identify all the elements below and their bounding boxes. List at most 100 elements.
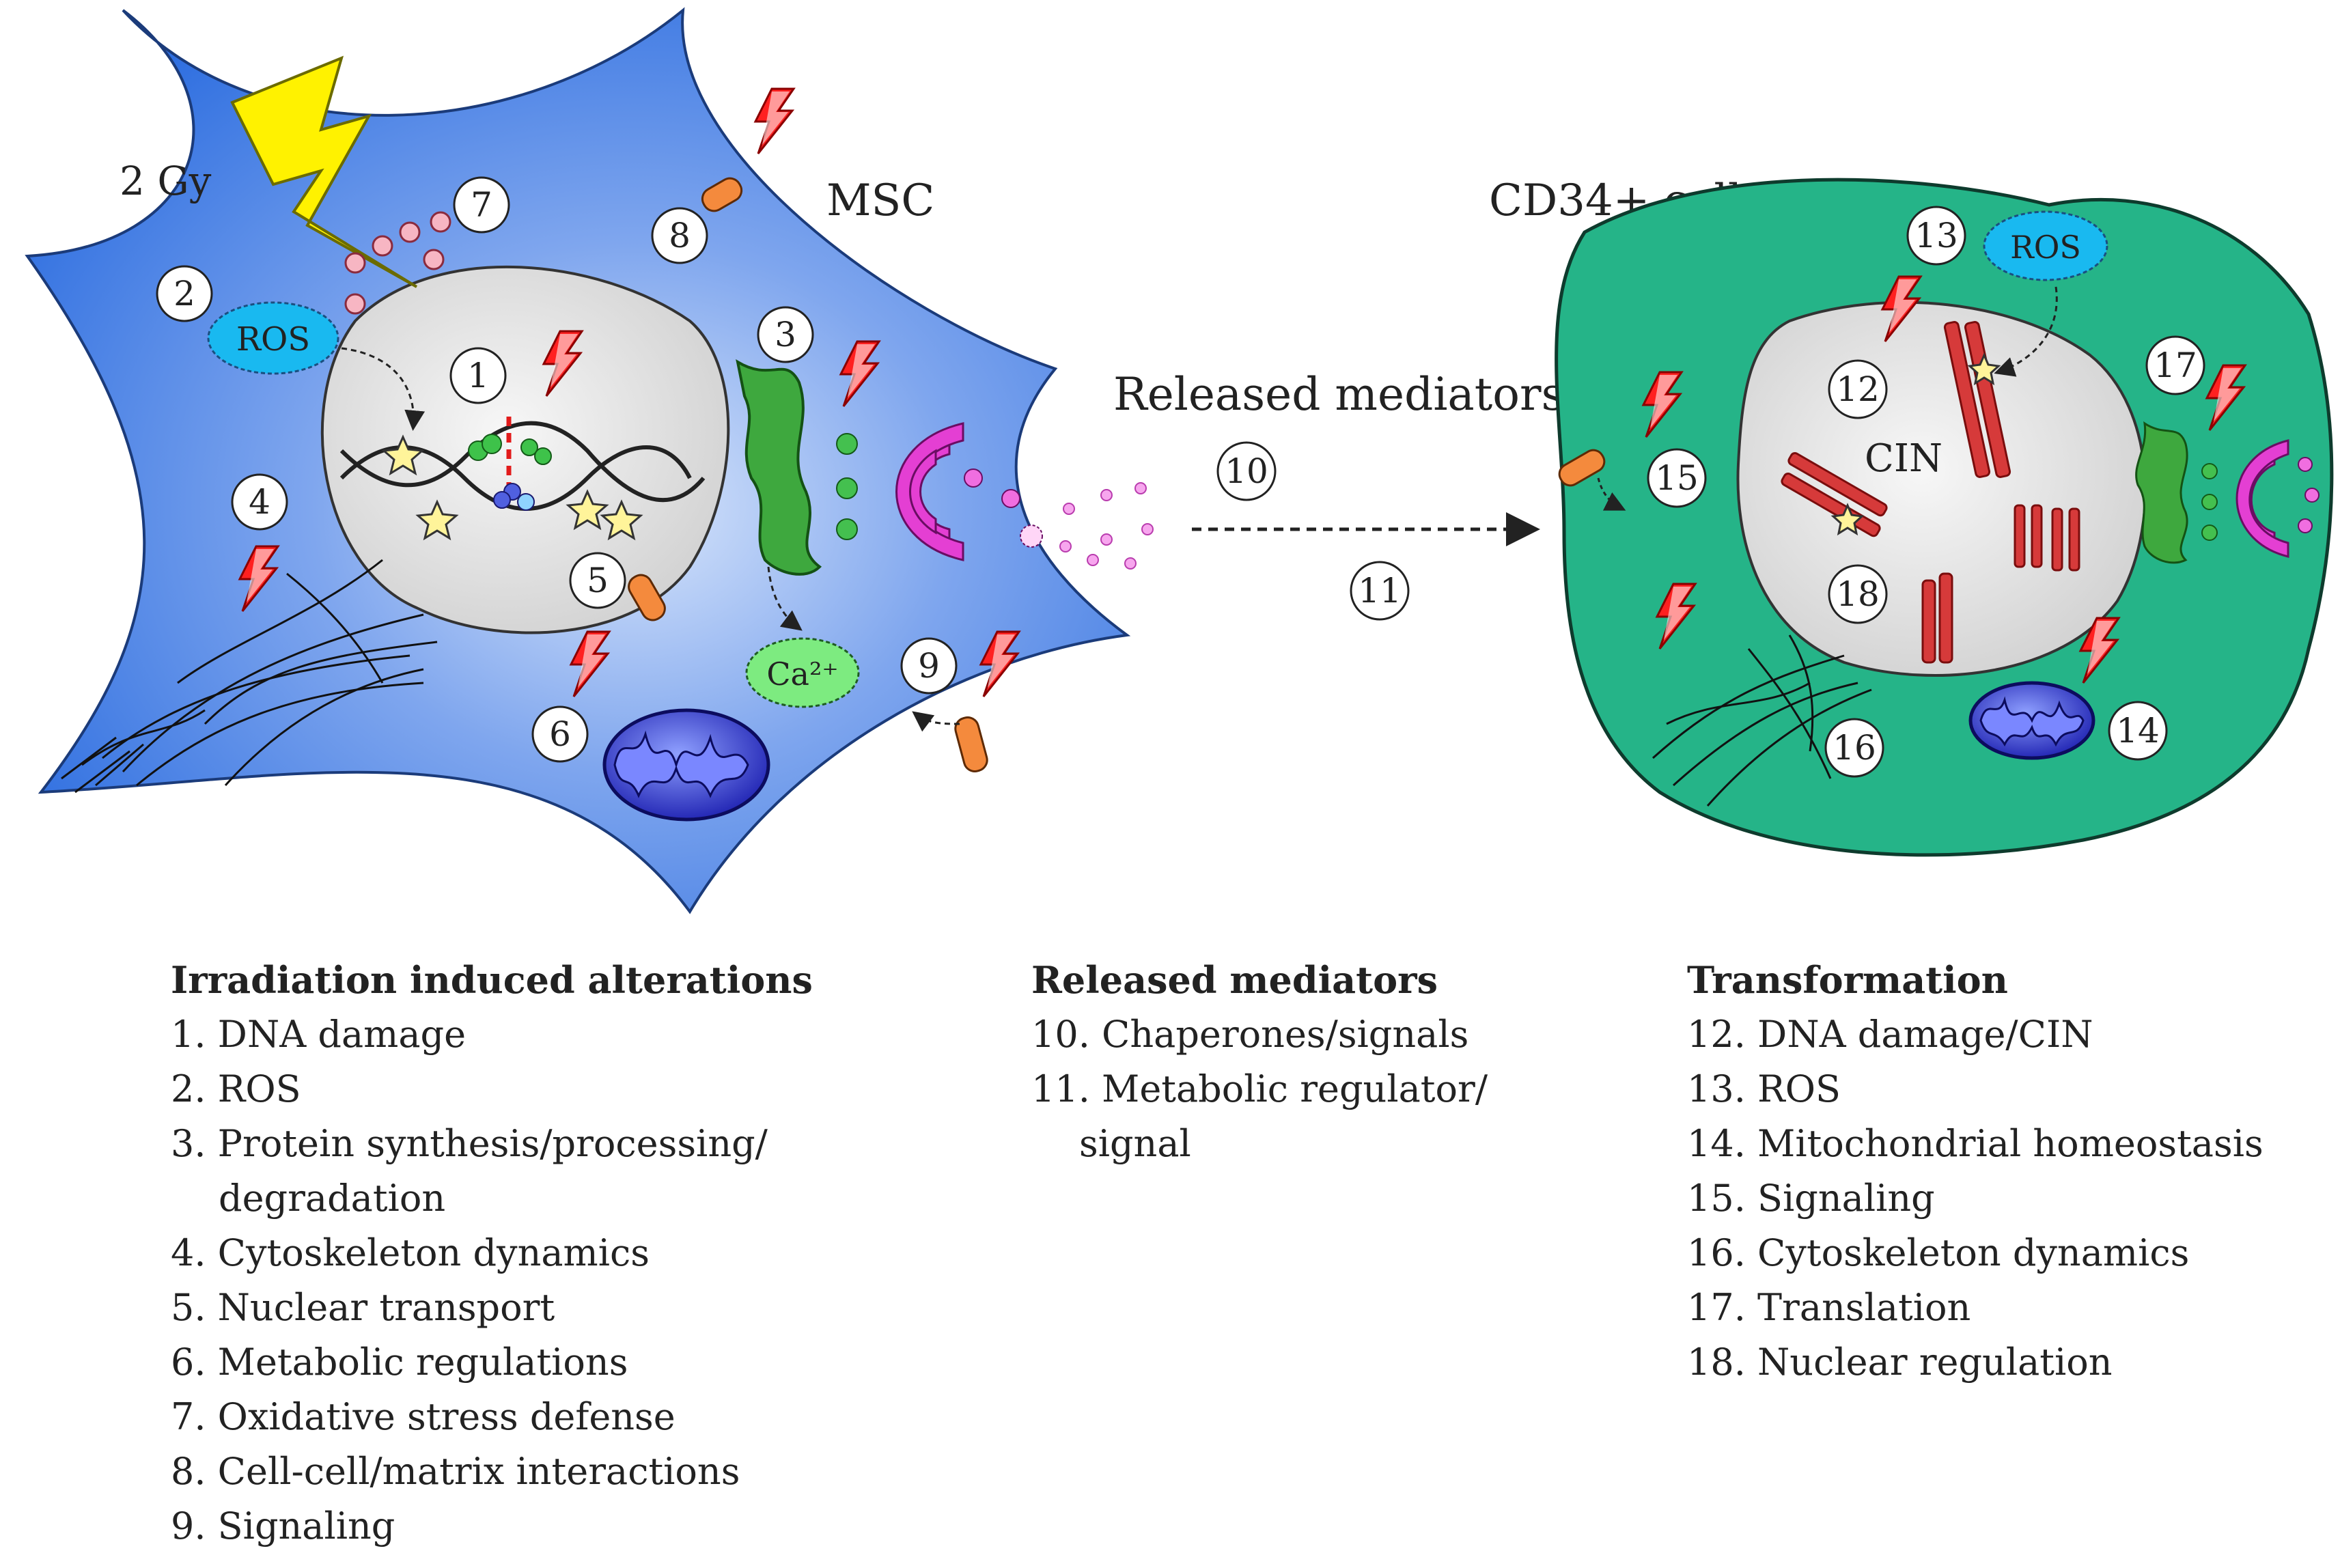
cell-diagram: ROS Ca²⁺ bbox=[25, 7, 2334, 914]
svg-text:9: 9 bbox=[918, 646, 940, 686]
dna-damage-stars bbox=[381, 434, 643, 541]
ros-label-cd34: ROS bbox=[2010, 229, 2081, 266]
legend-item: 7. Oxidative stress defense bbox=[171, 1395, 675, 1438]
ca-arrow bbox=[767, 566, 803, 631]
legend-transformation: Transformation 12. DNA damage/CIN 13. RO… bbox=[1687, 953, 2264, 1390]
calcium-label: Ca²⁺ bbox=[766, 656, 838, 692]
legend-item: 18. Nuclear regulation bbox=[1687, 1341, 2113, 1384]
nuclear-pore-receptor bbox=[628, 574, 666, 621]
ros-arrow-cd34 bbox=[1994, 286, 2058, 377]
cd34-receptor-arrow bbox=[1597, 477, 1626, 511]
cytoskeleton-fibers bbox=[61, 559, 438, 794]
released-label: Released mediators bbox=[1113, 368, 1564, 421]
cd34-golgi bbox=[2235, 439, 2289, 558]
legend-transformation-title: Transformation bbox=[1687, 958, 2008, 1002]
cin-label: CIN bbox=[1865, 436, 1942, 481]
marker-11: 11 bbox=[1350, 561, 1410, 621]
legend-item: 16. Cytoskeleton dynamics bbox=[1687, 1231, 2190, 1274]
svg-text:12: 12 bbox=[1836, 369, 1880, 409]
svg-text:7: 7 bbox=[471, 185, 492, 225]
cd34-ribosomes bbox=[2201, 463, 2218, 541]
red-bolt-8 bbox=[754, 87, 795, 155]
marker-2: 2 bbox=[156, 265, 213, 322]
calcium-bubble bbox=[745, 637, 860, 708]
marker-9: 9 bbox=[900, 637, 958, 695]
svg-text:4: 4 bbox=[249, 482, 270, 522]
msc-label: MSC bbox=[826, 176, 934, 226]
legend-item: 14. Mitochondrial homeostasis bbox=[1687, 1122, 2264, 1165]
legend-item: 8. Cell-cell/matrix interactions bbox=[171, 1450, 740, 1493]
cd34-receptor bbox=[1558, 449, 1606, 487]
svg-text:5: 5 bbox=[587, 561, 609, 600]
ros-label: ROS bbox=[236, 320, 310, 359]
svg-text:17: 17 bbox=[2154, 346, 2197, 385]
golgi-apparatus bbox=[895, 422, 964, 561]
legend-item: 9. Signaling bbox=[171, 1504, 395, 1548]
svg-text:6: 6 bbox=[549, 714, 571, 754]
legend-released-title: Released mediators bbox=[1031, 958, 1438, 1002]
legend-irradiation: Irradiation induced alterations 1. DNA d… bbox=[171, 953, 813, 1554]
exocytosis-vesicle bbox=[1020, 524, 1043, 548]
receptor-9-arrow bbox=[912, 711, 960, 732]
cd34-dna-damage-stars bbox=[1830, 352, 2001, 536]
marker-8: 8 bbox=[651, 207, 708, 264]
svg-text:15: 15 bbox=[1655, 458, 1699, 498]
marker-3: 3 bbox=[757, 306, 814, 363]
marker-18: 18 bbox=[1828, 564, 1888, 624]
released-mediator-dots bbox=[1059, 482, 1154, 570]
marker-7: 7 bbox=[453, 176, 510, 234]
legend-released: Released mediators 10. Chaperones/signal… bbox=[1031, 953, 1488, 1171]
legend-item: 15. Signaling bbox=[1687, 1177, 1935, 1220]
dose-label: 2 Gy bbox=[120, 158, 212, 204]
marker-13: 13 bbox=[1906, 206, 1966, 266]
mitochondrion-cristae bbox=[613, 730, 749, 798]
legend-item: 5. Nuclear transport bbox=[171, 1286, 555, 1329]
marker-12: 12 bbox=[1828, 359, 1888, 419]
legend-item-continuation: degradation bbox=[219, 1177, 446, 1220]
marker-5: 5 bbox=[569, 552, 626, 609]
cd34-er bbox=[2135, 421, 2188, 564]
svg-text:2: 2 bbox=[173, 274, 195, 313]
svg-text:10: 10 bbox=[1225, 451, 1268, 491]
membrane-receptor-8 bbox=[701, 177, 743, 212]
legend-item: 4. Cytoskeleton dynamics bbox=[171, 1231, 650, 1274]
marker-4: 4 bbox=[231, 473, 288, 531]
svg-text:3: 3 bbox=[775, 315, 796, 354]
endoplasmic-reticulum bbox=[736, 359, 822, 576]
cd34-mitochondrion-cristae bbox=[1979, 696, 2085, 747]
svg-text:8: 8 bbox=[669, 216, 691, 255]
svg-text:11: 11 bbox=[1358, 571, 1402, 611]
svg-text:14: 14 bbox=[2116, 711, 2160, 751]
legend-item: 17. Translation bbox=[1687, 1286, 1971, 1329]
antioxidant-droplets bbox=[344, 211, 451, 315]
legend-item-continuation: signal bbox=[1079, 1122, 1191, 1165]
ros-bubble bbox=[207, 301, 339, 375]
ros-bubble-cd34 bbox=[1983, 210, 2108, 281]
marker-14: 14 bbox=[2108, 701, 2168, 761]
cd34-vesicles bbox=[2298, 457, 2320, 533]
legend-item: 12. DNA damage/CIN bbox=[1687, 1013, 2093, 1056]
marker-15: 15 bbox=[1647, 448, 1707, 508]
marker-10: 10 bbox=[1216, 441, 1277, 501]
svg-text:1: 1 bbox=[467, 356, 489, 395]
marker-16: 16 bbox=[1824, 718, 1884, 778]
ros-arrow bbox=[341, 347, 426, 431]
legend-irradiation-title: Irradiation induced alterations bbox=[171, 958, 813, 1002]
legend-item: 2. ROS bbox=[171, 1067, 301, 1110]
cd34-cytoskeleton bbox=[1652, 634, 1872, 807]
marker-17: 17 bbox=[2145, 335, 2205, 395]
svg-text:13: 13 bbox=[1914, 216, 1958, 255]
ribosomes bbox=[836, 433, 858, 540]
svg-text:16: 16 bbox=[1833, 728, 1876, 768]
marker-1: 1 bbox=[449, 347, 507, 404]
legend-item: 11. Metabolic regulator/ bbox=[1031, 1067, 1488, 1110]
svg-text:18: 18 bbox=[1836, 574, 1880, 614]
dna-repair-beads bbox=[468, 434, 552, 511]
membrane-receptor-9 bbox=[954, 716, 988, 772]
legend-item: 10. Chaperones/signals bbox=[1031, 1013, 1469, 1056]
legend-item: 3. Protein synthesis/processing/ bbox=[171, 1122, 768, 1165]
legend-item: 6. Metabolic regulations bbox=[171, 1341, 628, 1384]
legend-item: 13. ROS bbox=[1687, 1067, 1841, 1110]
legend-item: 1. DNA damage bbox=[171, 1013, 466, 1056]
marker-6: 6 bbox=[531, 705, 589, 763]
